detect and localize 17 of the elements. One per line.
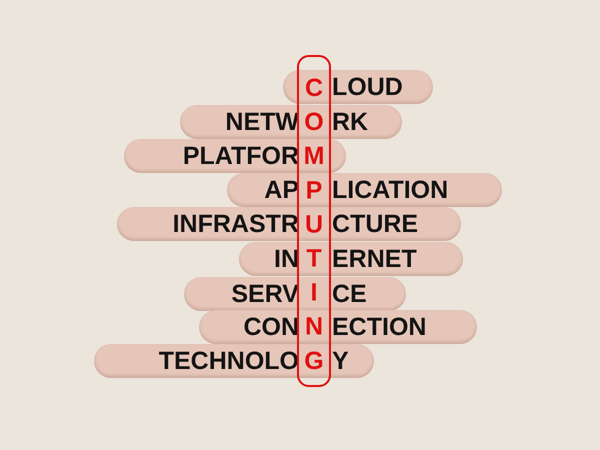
word-fragment: CTURE (332, 209, 418, 240)
highlighted-vertical-word: COMPUTING (297, 55, 331, 387)
word-fragment: RK (332, 107, 368, 138)
word-fragment: AP (264, 175, 299, 206)
word-fragment: ECTION (332, 312, 426, 343)
word-fragment: INFRASTR (172, 209, 299, 240)
word-fragment: PLATFOR (182, 141, 299, 172)
word-fragment: IN (274, 244, 299, 275)
word-fragment: TECHNOLO (158, 346, 299, 377)
word-fragment: ERNET (332, 244, 417, 275)
word-fragment: CE (332, 279, 367, 310)
word-fragment: LOUD (332, 72, 403, 103)
word-fragment: CON (243, 312, 299, 343)
word-fragment: NETW (225, 107, 299, 138)
word-fragment: LICATION (332, 175, 448, 206)
word-fragment: SERV (231, 279, 299, 310)
word-fragment: Y (332, 346, 349, 377)
